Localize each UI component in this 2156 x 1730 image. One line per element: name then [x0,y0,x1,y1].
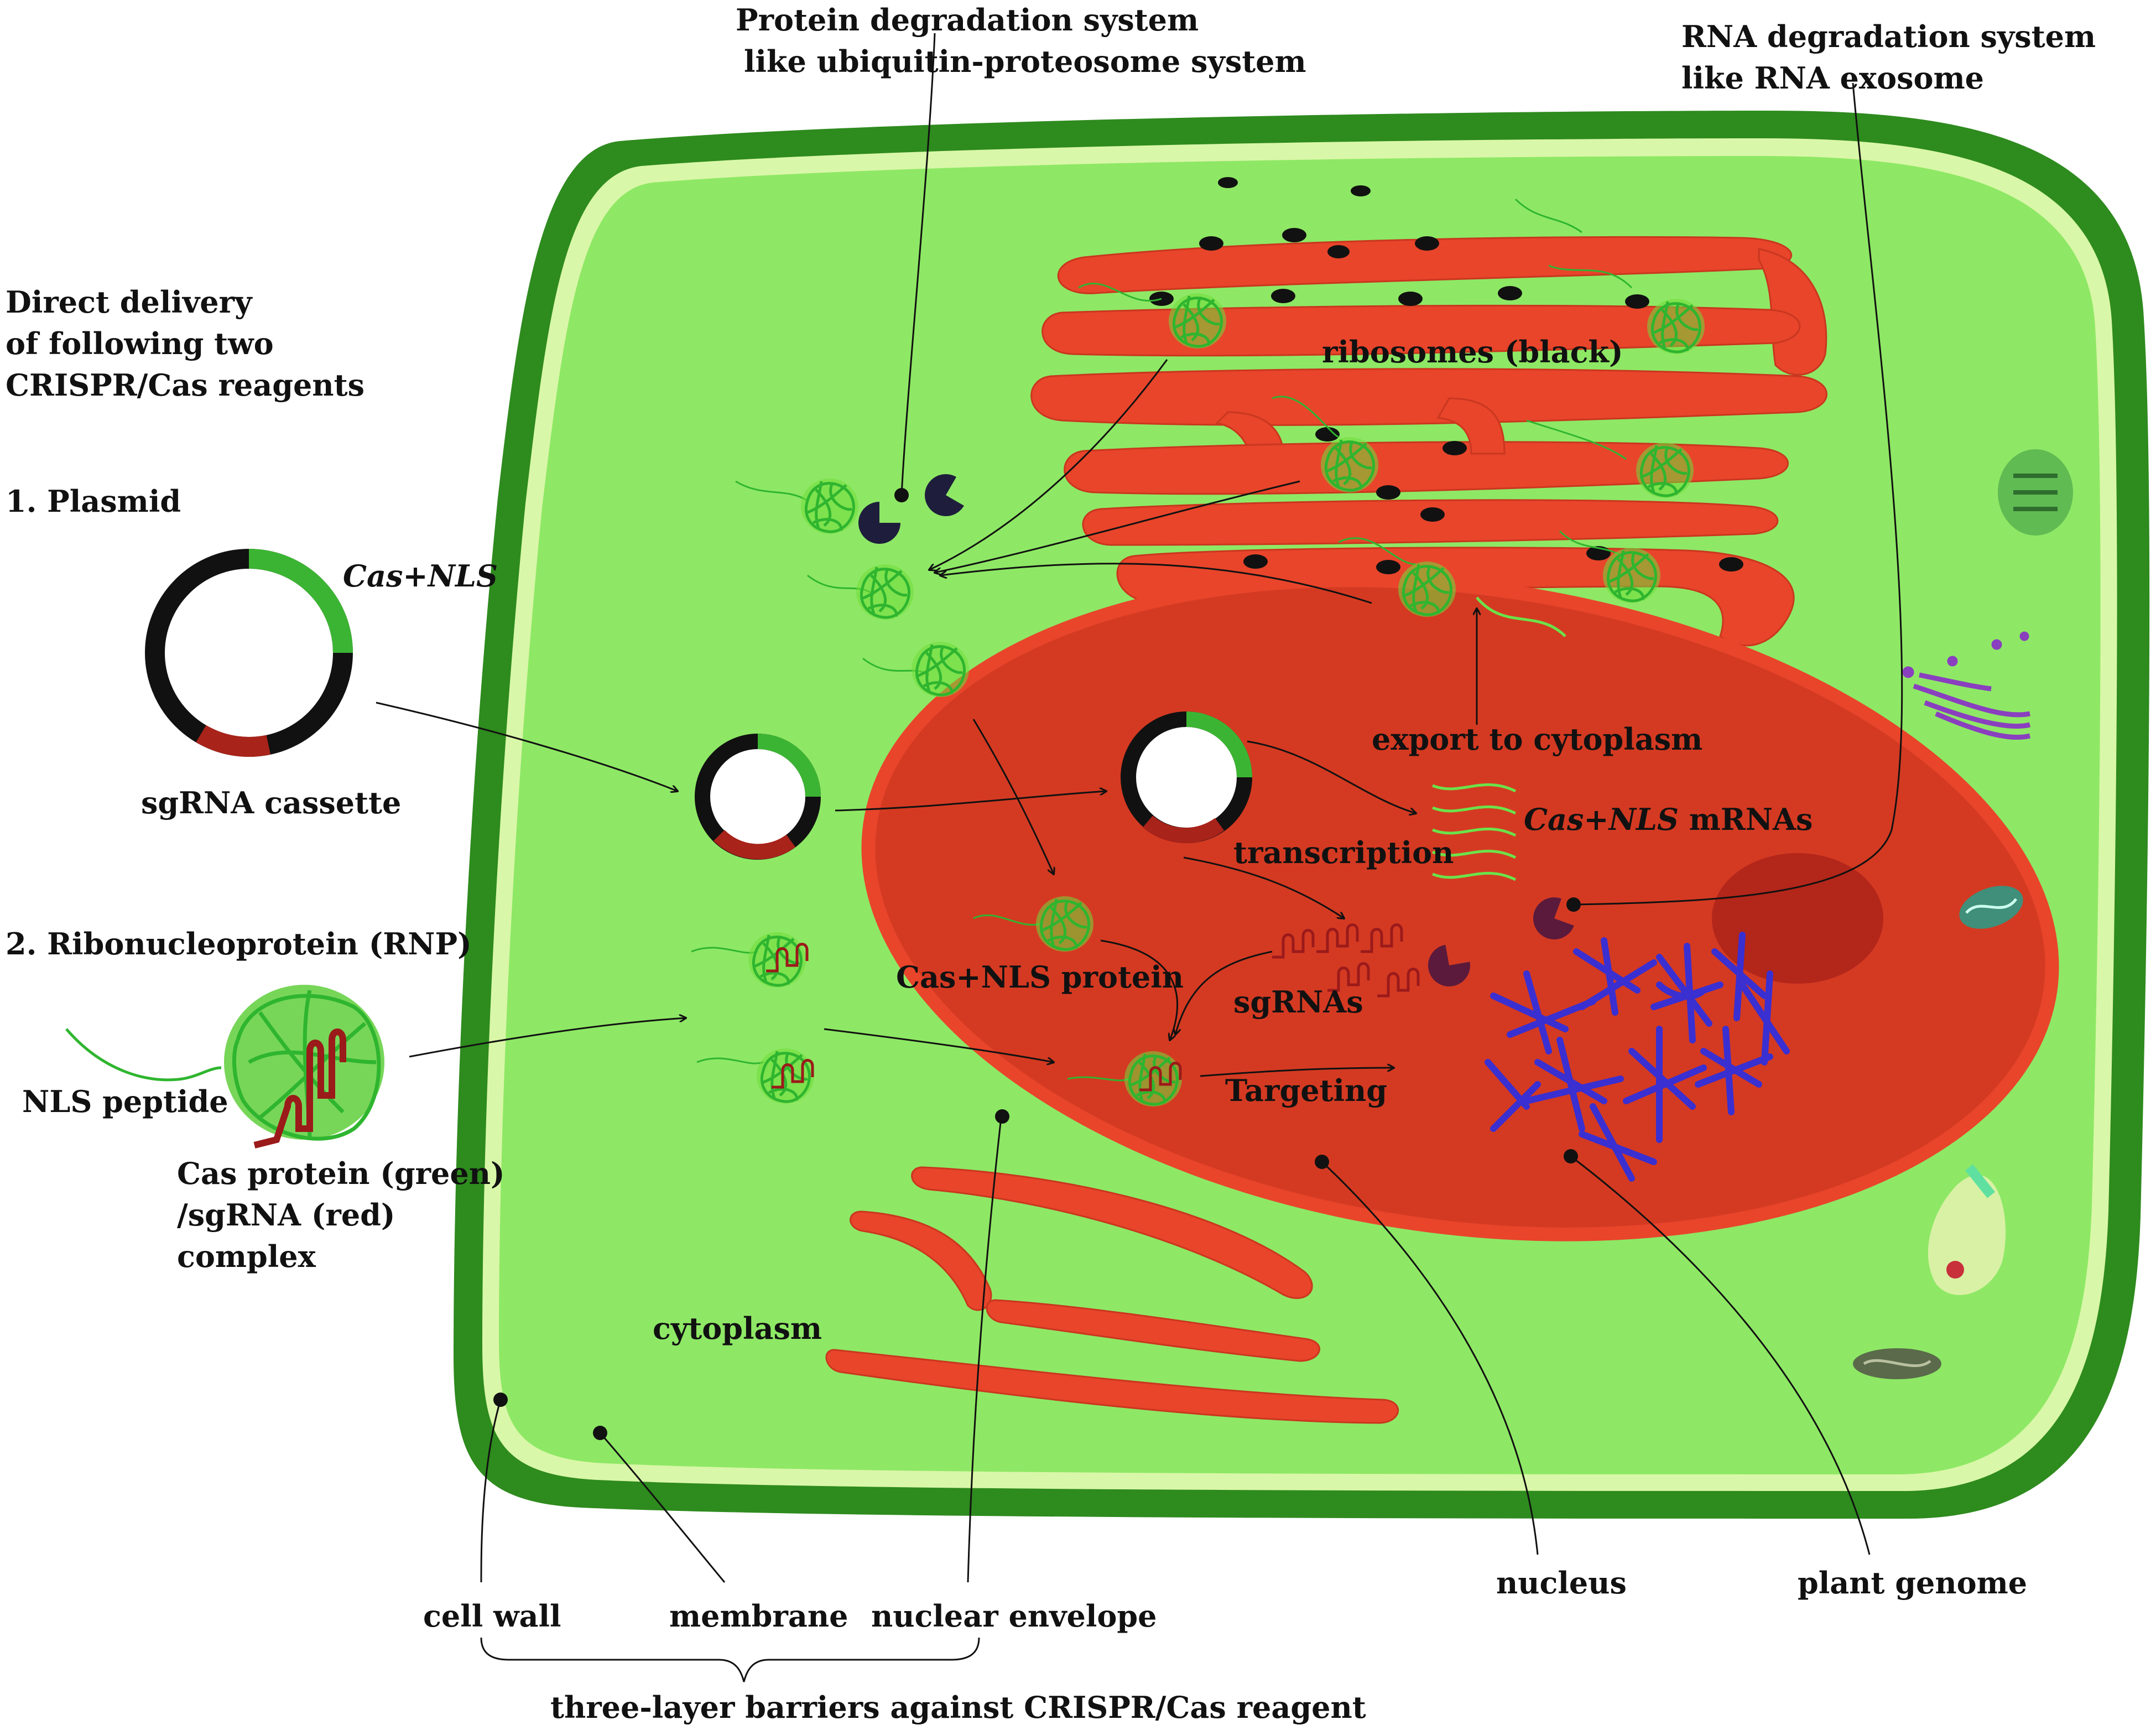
mitochondrion [1959,886,2023,929]
rna-degradation-label-2: like RNA exosome [1681,60,1984,96]
plasmid-nucleus [1121,711,1252,844]
plant-genome-label: plant genome [1798,1565,2027,1601]
leader-lines [480,33,1903,1682]
protein-import-arrow [972,719,1054,874]
transcription-label: transcription [1233,835,1454,870]
protein-to-rnp-arrow [1100,939,1178,1040]
protein-release-arrow-2 [935,480,1300,573]
cas-nls-protein-label: Cas+NLS protein [896,959,1184,995]
rna-degradation-label-1: RNA degradation system [1681,19,2096,54]
vacuole-organelle [1928,1164,2006,1295]
endoplasmic-reticulum-bottom [825,1166,1399,1424]
cytoplasm-label: cytoplasm [653,1311,822,1346]
plasmid-to-nucleus-arrow [835,791,1106,812]
rnp-label: 2. Ribonucleoprotein (RNP) [6,926,472,962]
protein-degradation-label-1: Protein degradation system [736,2,1199,38]
rnp-delivery-arrow [409,1018,686,1058]
nucleus-label: nucleus [1496,1565,1627,1601]
arrows [376,359,1477,1077]
endoplasmic-reticulum-top [1030,236,1827,647]
transcription-arrow [1247,740,1416,813]
cas-nls-gene-label: Cas+NLS [343,558,498,594]
export-label: export to cytoplasm [1372,721,1702,757]
direct-delivery-label-1: Direct delivery [6,284,253,320]
membrane-label: membrane [669,1598,848,1634]
cas-nls-mrnas [1432,783,1517,881]
cytoplasm-rnps [691,932,814,1104]
protein-degradation-label-2: like ubiquitin-proteosome system [744,44,1306,79]
cell-wall-label: cell wall [423,1598,561,1634]
nuclear-envelope-label: nuclear envelope [871,1598,1157,1634]
protein-release-arrow-3 [940,563,1372,604]
nls-peptide-label: NLS peptide [22,1084,228,1119]
sgrnas-label: sgRNAs [1233,984,1363,1020]
nuclear-rnp [1067,1051,1182,1106]
sgrna-to-rnp-arrow [1175,950,1273,1035]
barrier-brace [480,1637,980,1682]
plasmid-label: 1. Plasmid [6,484,181,519]
sgrna-cassette-label: sgRNA cassette [141,785,401,820]
direct-delivery-label-3: CRISPR/Cas reagents [6,367,364,403]
complex-label-2: /sgRNA (red) [177,1197,395,1233]
ribosomes [1149,177,1743,574]
targeting-label: Targeting [1225,1073,1387,1108]
plasmid-delivery-arrow [376,702,678,791]
mitochondrion-bottom [1853,1348,1941,1379]
sgrna-transcription-arrow [1183,856,1344,918]
direct-delivery-label-2: of following two [6,326,274,361]
chloroplast-top [1998,449,2073,536]
plant-genome-chromosomes [1485,932,1790,1182]
nuclear-cas-protein [973,896,1093,952]
text-labels: Protein degradation system like ubiquiti… [6,2,2096,1725]
mrnas-label: Cas+NLS mRNAs [1524,802,1813,837]
ribosomes-label: ribosomes (black) [1322,334,1623,370]
golgi-apparatus [1902,631,2031,740]
targeting-arrow [1200,1068,1394,1077]
cytoplasm-proteins [735,479,969,697]
plasmid-outside [145,549,353,757]
nascent-proteins [1078,198,1705,637]
complex-label-3: complex [177,1239,316,1274]
plasmid-cytoplasm [695,734,821,860]
nucleolus [1712,853,1883,984]
complex-label-1: Cas protein (green) [177,1156,505,1191]
rnp-to-nucleus-arrow [824,1028,1054,1062]
protein-release-arrow-1 [929,359,1168,570]
barriers-label: three-layer barriers against CRISPR/Cas … [550,1690,1366,1725]
rnp-outside [65,985,384,1149]
